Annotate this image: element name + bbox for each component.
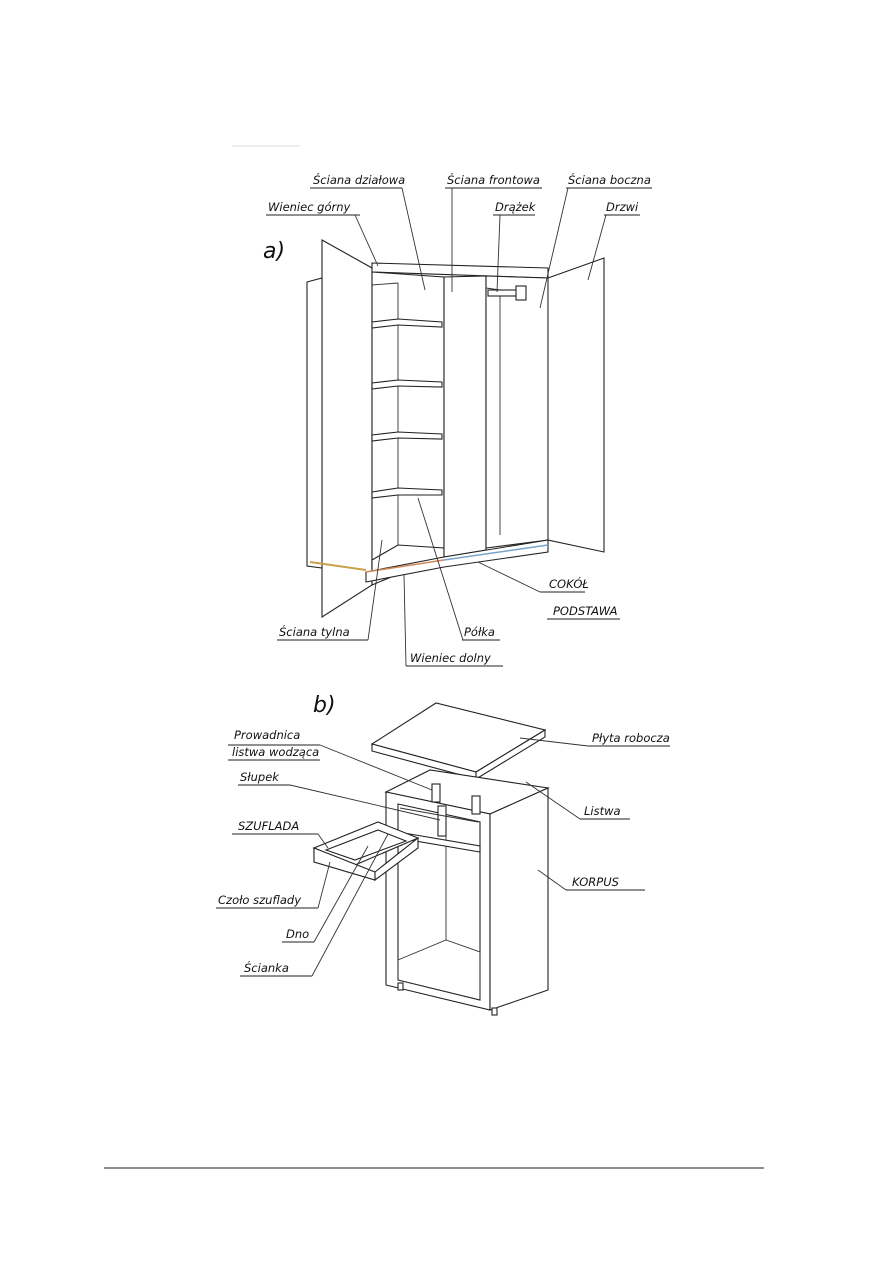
label-wieniec-gorny: Wieniec górny: [268, 200, 351, 214]
base-line-2: [365, 559, 445, 573]
drawer-guide: [431, 783, 441, 803]
label-slupek: Słupek: [240, 770, 280, 784]
label-sciana-frontowa: Ściana frontowa: [447, 172, 540, 187]
leader: [519, 737, 589, 747]
base-line: [309, 561, 367, 571]
guide-rail-line: [399, 807, 479, 823]
label-wieniec-dolny: Wieniec dolny: [410, 651, 491, 665]
figure-a-labels: Ściana działowa Ściana frontowa Ściana b…: [266, 172, 652, 667]
label-czolo-szuflady: Czoło szuflady: [218, 893, 301, 907]
wardrobe-drawing: [306, 239, 605, 619]
label-sciana-dzialowa: Ściana działowa: [313, 172, 405, 187]
base-line-3: [443, 544, 549, 561]
front-partition: [443, 275, 487, 558]
label-cokol: COKÓŁ: [549, 576, 589, 591]
rod-bracket: [515, 285, 527, 301]
label-listwa: Listwa: [584, 804, 621, 818]
label-listwa-wodzaca: listwa wodząca: [232, 745, 319, 759]
label-polka: Półka: [464, 625, 495, 639]
shelf-2: [371, 379, 443, 390]
shelf-1: [371, 318, 443, 329]
leader: [313, 845, 369, 943]
left-compartment: [371, 271, 445, 586]
label-scianka: Ścianka: [244, 960, 289, 975]
leader: [317, 861, 331, 909]
leader: [289, 784, 441, 821]
right-door: [547, 257, 605, 553]
figure-a-label: a): [263, 239, 285, 264]
leader: [367, 539, 383, 641]
label-szuflada: SZUFLADA: [238, 819, 299, 833]
leader: [496, 214, 501, 293]
drawer-guide-right: [471, 795, 481, 815]
leader: [401, 187, 426, 291]
leader: [317, 833, 329, 849]
body-side: [489, 787, 549, 1011]
label-prowadnica: Prowadnica: [234, 728, 300, 742]
foot-right: [491, 1007, 498, 1016]
leader: [403, 574, 407, 667]
leader: [587, 214, 607, 281]
leader: [477, 561, 541, 593]
shelf-4: [371, 487, 443, 499]
leader: [537, 869, 567, 891]
plinth: [365, 539, 549, 583]
label-sciana-boczna: Ściana boczna: [568, 172, 651, 187]
label-korpus: KORPUS: [572, 875, 619, 889]
leader: [311, 833, 389, 977]
label-dno: Dno: [286, 927, 309, 941]
cabinet-drawing: [312, 702, 550, 1016]
post: [437, 805, 447, 837]
worktop-top-face: [370, 702, 547, 773]
shelf-3: [371, 431, 443, 442]
label-plyta-robocza: Płyta robocza: [592, 731, 670, 745]
left-door-edge: [306, 277, 323, 569]
drawer-side: [374, 836, 419, 882]
right-compartment: [485, 275, 549, 549]
foot-left: [397, 982, 404, 991]
label-sciana-tylna: Ściana tylna: [279, 624, 350, 639]
figure-b-labels: Prowadnica listwa wodząca Płyta robocza …: [216, 728, 670, 977]
figure-b-label: b): [313, 693, 336, 718]
label-drazek: Drążek: [495, 200, 537, 214]
left-inner-top: [371, 282, 399, 286]
body-bottom-inner: [397, 939, 481, 1001]
label-drzwi: Drzwi: [606, 200, 639, 214]
leader: [354, 214, 379, 267]
leader: [525, 781, 581, 820]
leader: [319, 744, 433, 791]
leader: [417, 497, 464, 641]
label-podstawa: PODSTAWA: [553, 604, 618, 618]
leader: [539, 187, 569, 309]
left-door: [321, 239, 373, 619]
